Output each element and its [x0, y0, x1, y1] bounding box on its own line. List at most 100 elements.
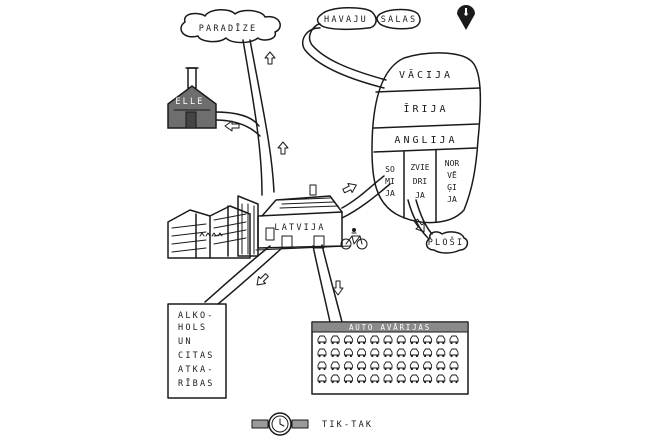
car-icon [330, 348, 340, 358]
car-icon [409, 374, 419, 384]
car-icon [449, 374, 459, 384]
alkohols-line-1: ALKO- [178, 311, 215, 321]
elle-factory: ELLE [167, 67, 217, 129]
vacija-label: VĀCIJA [399, 68, 453, 81]
car-icon [357, 361, 367, 371]
car-icon [370, 348, 380, 358]
countries-region: VĀCIJA ĪRIJA ANGLIJA SO MI JA ZVIE DRI J… [371, 52, 482, 224]
car-icon [317, 361, 327, 371]
somija-label: SO MI JA [385, 165, 395, 198]
car-icon [330, 374, 340, 384]
arrow-up-icon [277, 141, 289, 155]
road-to-elle [214, 111, 260, 127]
car-icon [383, 361, 393, 371]
latvija-house: LATVIJA [255, 184, 351, 251]
house-chimney [309, 184, 317, 196]
alkohols-line-4: CITAS [178, 351, 215, 361]
arrows [224, 51, 425, 296]
road-to-paradize [242, 39, 263, 196]
svg-text:JA: JA [447, 195, 457, 204]
car-icon [409, 335, 419, 345]
salas-label: SALAS [381, 15, 418, 25]
wristwatch-icon [251, 412, 309, 436]
elle-label: ELLE [175, 97, 204, 107]
alkohols-line-6: RĪBAS [178, 378, 215, 389]
alkohols-line-5: ATKA- [178, 365, 215, 375]
car-icon [396, 348, 406, 358]
alkohols-line-3: UN [178, 337, 193, 347]
svg-text:ZVIE: ZVIE [410, 163, 429, 172]
car-icon [317, 348, 327, 358]
road-to-auto [312, 245, 331, 323]
car-grid [317, 335, 459, 384]
car-icon [330, 335, 340, 345]
house-door [281, 235, 293, 249]
svg-text:SO: SO [385, 165, 395, 174]
road-to-countries-edge [341, 183, 391, 219]
car-icon [343, 348, 353, 358]
car-icon [357, 374, 367, 384]
svg-text:JA: JA [385, 189, 395, 198]
car-icon [370, 374, 380, 384]
road-to-plosi-edge [415, 199, 433, 235]
car-icon [396, 374, 406, 384]
car-icon [449, 361, 459, 371]
car-icon [330, 361, 340, 371]
car-icon [370, 335, 380, 345]
road-to-alkohols [204, 245, 271, 303]
norvegija-label: NOR VĒ ĢI JA [445, 159, 460, 204]
car-icon [409, 361, 419, 371]
city-buildings [167, 195, 259, 259]
tik-tak-label: TIK-TAK [322, 420, 373, 430]
auto-avarijas-label: AUTO AVĀRIJAS [349, 323, 431, 332]
havaju-salas: HAVAJU SALAS [316, 7, 421, 31]
road-to-elle-edge [214, 119, 261, 137]
car-icon [449, 335, 459, 345]
car-icon [370, 361, 380, 371]
car-icon [436, 348, 446, 358]
paradize-cloud: PARADĪZE [180, 9, 281, 44]
compass-pin-icon [457, 5, 475, 30]
car-icon [317, 374, 327, 384]
car-icon [317, 335, 327, 345]
car-icon [383, 348, 393, 358]
anglija-label: ANGLIJA [394, 135, 457, 146]
zviedrija-label: ZVIE DRI JA [410, 163, 429, 200]
road-to-havaju-edge [301, 27, 385, 89]
car-icon [423, 335, 433, 345]
car-icon [343, 374, 353, 384]
svg-text:DRI: DRI [413, 177, 428, 186]
car-icon [357, 335, 367, 345]
arrow-down-right-icon [413, 218, 425, 233]
svg-text:JA: JA [415, 191, 425, 200]
road-to-alkohols-edge [217, 247, 283, 305]
havaju-label: HAVAJU [324, 15, 368, 25]
car-icon [436, 374, 446, 384]
svg-text:VĒ: VĒ [447, 170, 457, 180]
road-to-auto-edge [321, 244, 343, 323]
car-icon [396, 361, 406, 371]
arrow-left-icon [224, 120, 240, 132]
irija-label: ĪRIJA [403, 102, 448, 115]
plosi-label: PLOŠI [428, 236, 465, 248]
latvija-label: LATVIJA [274, 223, 325, 233]
svg-text:NOR: NOR [445, 159, 460, 168]
alkohols-sign: ALKO- HOLS UN CITAS ATKA- RĪBAS [167, 303, 227, 399]
bicycle-icon [340, 228, 368, 250]
road-to-countries [341, 175, 385, 209]
arrow-down-icon [332, 280, 344, 296]
car-icon [436, 335, 446, 345]
arrow-down-left-icon [256, 273, 269, 286]
car-icon [449, 348, 459, 358]
alkohols-line-2: HOLS [178, 323, 207, 333]
car-icon [343, 335, 353, 345]
roads [204, 23, 433, 323]
car-icon [396, 335, 406, 345]
svg-text:MI: MI [385, 177, 395, 186]
plosi-cloud: PLOŠI [425, 231, 469, 254]
car-icon [383, 374, 393, 384]
car-icon [423, 374, 433, 384]
factory-icon [167, 85, 217, 129]
